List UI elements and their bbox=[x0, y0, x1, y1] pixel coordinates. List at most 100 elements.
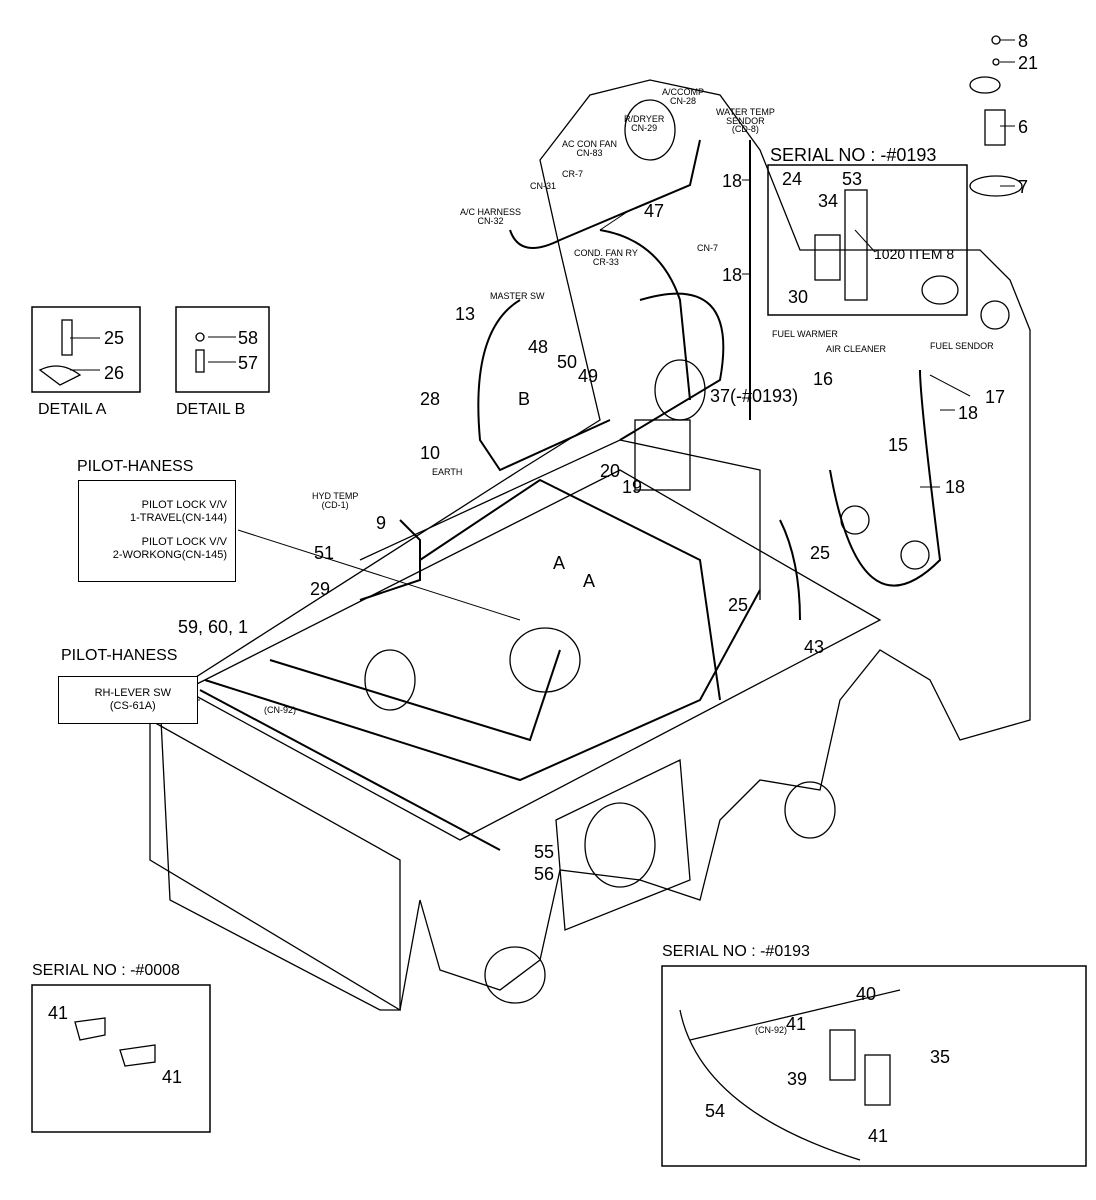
connector-label: MASTER SW bbox=[490, 291, 545, 301]
callout: 9 bbox=[376, 513, 387, 533]
callout: 41 bbox=[162, 1067, 183, 1087]
connector-label: 1-TRAVEL(CN-144) bbox=[130, 511, 227, 524]
connector-label: AIR CLEANER bbox=[826, 344, 887, 354]
callout: 40 bbox=[856, 984, 877, 1004]
callout: 25 bbox=[104, 328, 125, 348]
callout: 53 bbox=[842, 169, 863, 189]
frame-top-deck bbox=[183, 469, 882, 841]
detail-a-box bbox=[31, 306, 141, 393]
callout: 56 bbox=[534, 864, 555, 884]
detail-b-box bbox=[175, 306, 270, 393]
frame-boss bbox=[784, 781, 836, 839]
callout: 55 bbox=[534, 842, 555, 862]
frame-hole bbox=[624, 99, 676, 161]
callout: 18 bbox=[722, 171, 743, 191]
frame-hole bbox=[364, 649, 416, 711]
callout: 41 bbox=[868, 1126, 889, 1146]
callout: A bbox=[583, 571, 596, 591]
serial-number-bottom-left: SERIAL NO : -#0008 bbox=[32, 962, 180, 979]
leader-lines bbox=[70, 39, 1015, 701]
callout: 34 bbox=[818, 191, 839, 211]
connector-label: CN-31 bbox=[530, 181, 557, 191]
frame-panel bbox=[555, 759, 691, 931]
connector-label: (CN-92) bbox=[755, 1025, 788, 1035]
connector-label: 2-WORKONG(CN-145) bbox=[112, 548, 227, 561]
callout: 26 bbox=[104, 363, 125, 383]
inset-left-box bbox=[31, 984, 211, 1133]
callout: 24 bbox=[782, 169, 803, 189]
callout: 28 bbox=[420, 389, 441, 409]
connector-label: FUEL WARMER bbox=[772, 329, 838, 339]
serial-number-bottom-right: SERIAL NO : -#0193 bbox=[662, 943, 810, 960]
connector-label: EARTH bbox=[432, 467, 463, 477]
callout: 29 bbox=[310, 579, 331, 599]
callout: 35 bbox=[930, 1047, 951, 1067]
callout: 1020 ITEM 8 bbox=[874, 246, 955, 262]
callout: 49 bbox=[578, 366, 599, 386]
callout: 10 bbox=[420, 443, 441, 463]
frame-side bbox=[149, 718, 401, 1012]
pilot-haness-box: PILOT LOCK V/V 1-TRAVEL(CN-144) PILOT LO… bbox=[78, 480, 236, 582]
callout: 43 bbox=[804, 637, 825, 657]
callout: 59, 60, 1 bbox=[178, 617, 249, 637]
connector-label: CR-7 bbox=[562, 169, 584, 179]
callout: 18 bbox=[945, 477, 966, 497]
connector-label: (CN-92) bbox=[264, 705, 297, 715]
frame-hole bbox=[980, 300, 1010, 330]
inset-right-box bbox=[661, 965, 1087, 1167]
frame-hole bbox=[584, 802, 656, 888]
callout: 30 bbox=[788, 287, 809, 307]
connector-label: PILOT LOCK V/V bbox=[141, 536, 227, 549]
serial-number-top: SERIAL NO : -#0193 bbox=[770, 145, 937, 165]
callout: 25 bbox=[728, 595, 749, 615]
harness-wires bbox=[199, 139, 942, 851]
callout: 16 bbox=[813, 369, 834, 389]
detail-a-title: DETAIL A bbox=[38, 401, 107, 418]
frame-boss bbox=[484, 946, 546, 1004]
callout: 18 bbox=[958, 403, 979, 423]
frame-hole bbox=[900, 540, 930, 570]
battery-loop bbox=[654, 359, 706, 421]
detail-b-title: DETAIL B bbox=[176, 401, 246, 418]
callout: 57 bbox=[238, 353, 259, 373]
connector-label: FUEL SENDOR bbox=[930, 341, 994, 351]
callout: 48 bbox=[528, 337, 549, 357]
connector-label: CN-7 bbox=[697, 243, 719, 253]
callout: 17 bbox=[985, 387, 1006, 407]
connector-label: (CS-61A) bbox=[109, 699, 156, 712]
callout: 54 bbox=[705, 1101, 726, 1121]
callout: 25 bbox=[810, 543, 831, 563]
connector-label: HYD TEMP(CD-1) bbox=[312, 491, 359, 510]
callout: 7 bbox=[1018, 177, 1029, 197]
callout: A bbox=[553, 553, 566, 573]
pilot-haness-title: PILOT-HANESS bbox=[61, 647, 178, 664]
callout: 58 bbox=[238, 328, 259, 348]
serial-top-box bbox=[767, 164, 968, 316]
pilot-haness-box: RH-LEVER SW (CS-61A) bbox=[58, 676, 198, 724]
detail-circle bbox=[509, 627, 581, 693]
callout: 21 bbox=[1018, 53, 1039, 73]
callout: 39 bbox=[787, 1069, 808, 1089]
battery bbox=[634, 419, 691, 491]
callout: 20 bbox=[600, 461, 621, 481]
callout: 37(-#0193) bbox=[710, 386, 799, 406]
callout: 15 bbox=[888, 435, 909, 455]
pilot-haness-title: PILOT-HANESS bbox=[77, 458, 194, 475]
callout: 19 bbox=[622, 477, 643, 497]
callout: 13 bbox=[455, 304, 476, 324]
callout: 6 bbox=[1018, 117, 1029, 137]
connector-label: RH-LEVER SW bbox=[94, 687, 171, 699]
connector-label: PILOT LOCK V/V bbox=[141, 499, 227, 511]
frame-hole bbox=[921, 275, 959, 305]
callout: 50 bbox=[557, 352, 578, 372]
callout: B bbox=[518, 389, 531, 409]
callout: 51 bbox=[314, 543, 335, 563]
